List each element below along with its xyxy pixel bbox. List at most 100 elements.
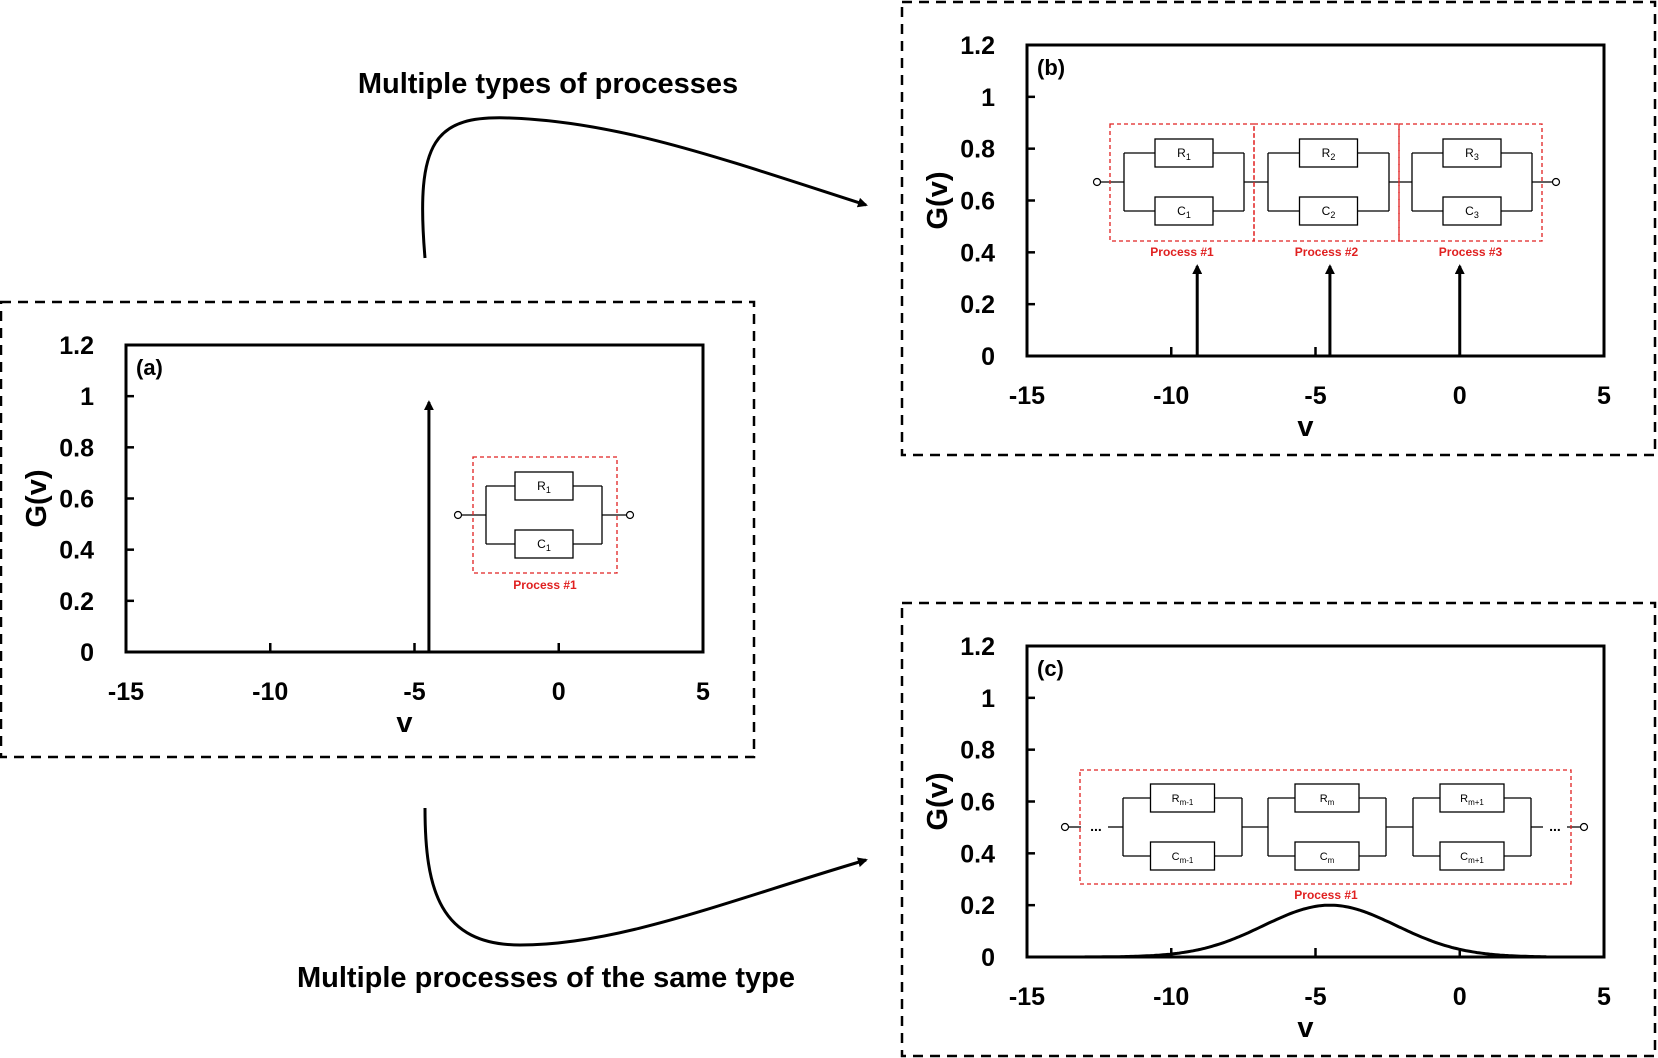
capacitor-label: Cm+1: [1460, 851, 1484, 865]
resistor-box: [514, 471, 574, 501]
terminal-node: [1551, 177, 1561, 187]
capacitor-label: C1: [537, 537, 551, 553]
terminal-node: [1060, 822, 1070, 832]
x-tick-label: -15: [1009, 983, 1045, 1011]
y-tick-label: 1.2: [960, 633, 995, 661]
rc-wiring: [1411, 152, 1533, 212]
y-tick-label: 0.8: [59, 434, 94, 462]
y-tick-label: 0.8: [960, 136, 995, 164]
x-tick-label: -15: [1009, 382, 1045, 410]
terminal-node: [1092, 177, 1102, 187]
y-tick-label: 0.6: [59, 486, 94, 514]
resistor-label: R3: [1465, 146, 1479, 162]
x-axis-label: v: [1297, 411, 1313, 443]
capacitor-box: [1294, 841, 1360, 871]
rc-wiring: [1123, 152, 1245, 212]
x-tick-label: 5: [1597, 983, 1611, 1011]
panel-b-frame: [900, 0, 1657, 457]
resistor-label: R1: [1177, 146, 1191, 162]
resistor-box: [1294, 783, 1360, 813]
process-label: Process #3: [1439, 245, 1503, 259]
x-axis-label: v: [1297, 1012, 1313, 1044]
y-axis-label: G(v): [922, 172, 954, 230]
panel-label: (a): [136, 355, 163, 380]
rc-wiring: [1412, 797, 1532, 857]
y-tick-label: 1: [981, 84, 995, 112]
ellipsis-right: ...: [1549, 818, 1561, 834]
top-arrow-label: Multiple types of processes: [358, 68, 738, 100]
gaussian-curve: [1084, 903, 1547, 959]
x-tick-label: -15: [108, 678, 144, 706]
x-tick-label: 0: [1453, 983, 1467, 1011]
resistor-box: [1442, 138, 1502, 168]
y-axis-label: G(v): [922, 773, 954, 831]
process-label: Process #1: [1294, 888, 1358, 902]
capacitor-box: [1154, 196, 1214, 226]
process-label: Process #1: [1150, 245, 1214, 259]
rc-wiring: [1267, 797, 1387, 857]
capacitor-box: [1442, 196, 1502, 226]
resistor-label: Rm+1: [1460, 793, 1484, 807]
resistor-label: Rm: [1320, 793, 1335, 807]
y-axis-label: G(v): [21, 470, 53, 528]
x-tick-label: 0: [1453, 382, 1467, 410]
capacitor-box: [1149, 841, 1216, 871]
x-tick-label: -10: [252, 678, 288, 706]
y-tick-label: 0.8: [960, 737, 995, 765]
x-tick-label: -10: [1153, 983, 1189, 1011]
process-box: [1079, 769, 1572, 885]
y-tick-label: 0: [981, 944, 995, 972]
resistor-label: Rm-1: [1172, 793, 1194, 807]
panel-c-frame: [900, 601, 1657, 1058]
y-tick-label: 0.4: [960, 840, 995, 868]
process-label: Process #1: [513, 578, 577, 592]
panel-label: (c): [1037, 656, 1064, 681]
process-box: [472, 456, 618, 574]
ellipsis-left: ...: [1090, 818, 1102, 834]
y-tick-label: 1.2: [960, 32, 995, 60]
arrow-to-panel-b: [421, 116, 868, 259]
process-box: [1398, 123, 1543, 242]
x-tick-label: -5: [1304, 382, 1326, 410]
capacitor-label: Cm-1: [1172, 851, 1194, 865]
y-tick-label: 1: [981, 685, 995, 713]
rc-wiring: [1122, 797, 1243, 857]
x-tick-label: -5: [403, 678, 425, 706]
y-tick-label: 0.2: [960, 291, 995, 319]
capacitor-label: C1: [1177, 204, 1191, 220]
x-tick-label: -5: [1304, 983, 1326, 1011]
y-tick-label: 0.6: [960, 789, 995, 817]
resistor-label: R1: [537, 479, 551, 495]
bottom-arrow-label: Multiple processes of the same type: [297, 962, 795, 994]
rc-wiring: [485, 485, 603, 545]
panel-label: (b): [1037, 55, 1065, 80]
resistor-label: R2: [1322, 146, 1336, 162]
capacitor-box: [1439, 841, 1505, 871]
capacitor-label: C2: [1322, 204, 1336, 220]
y-tick-label: 1: [80, 383, 94, 411]
y-tick-label: 0.2: [960, 892, 995, 920]
process-box: [1253, 123, 1400, 242]
x-tick-label: 5: [1597, 382, 1611, 410]
y-tick-label: 0.4: [59, 537, 94, 565]
x-axis-label: v: [396, 707, 412, 739]
arrow-to-panel-c: [423, 807, 868, 947]
capacitor-label: C3: [1465, 204, 1479, 220]
process-box: [1109, 123, 1255, 242]
resistor-box: [1154, 138, 1214, 168]
terminal-node: [1579, 822, 1589, 832]
capacitor-label: Cm: [1320, 851, 1335, 865]
chart-panel-c: -15 -10 -5 0 5 0 0.2 0.4 0.6 0.8 1 1.2 v G(v) (c).....…: [922, 633, 1611, 1044]
resistor-box: [1149, 783, 1216, 813]
y-tick-label: 0: [981, 343, 995, 371]
y-tick-label: 0.2: [59, 588, 94, 616]
x-tick-label: 0: [552, 678, 566, 706]
x-tick-label: 5: [696, 678, 710, 706]
resistor-box: [1298, 138, 1359, 168]
x-tick-label: -10: [1153, 382, 1189, 410]
process-label: Process #2: [1295, 245, 1359, 259]
rc-wiring: [1267, 152, 1390, 212]
